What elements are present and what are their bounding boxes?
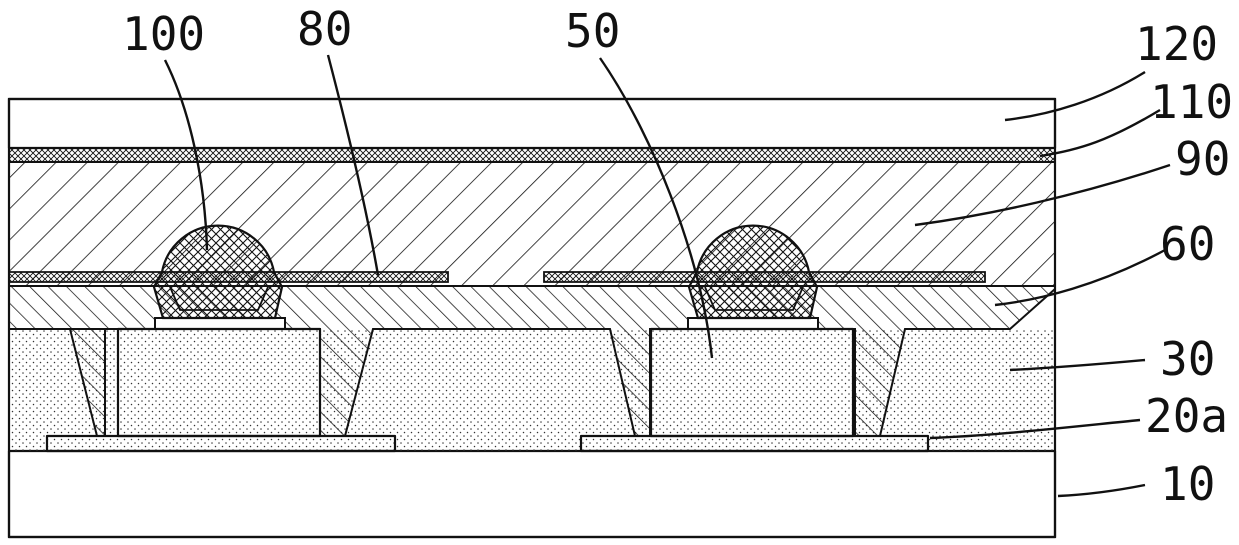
- ref-label-60: 60: [1160, 217, 1215, 271]
- leader-10: [1058, 485, 1145, 496]
- ref-label-100: 100: [122, 7, 205, 61]
- ref-label-10: 10: [1160, 457, 1215, 511]
- ref-label-110: 110: [1150, 75, 1233, 129]
- ref-label-50: 50: [565, 4, 620, 58]
- layer-120-cover: [9, 99, 1055, 148]
- layer-110-strip: [9, 148, 1055, 162]
- ref-label-30: 30: [1160, 332, 1215, 386]
- ref-label-120: 120: [1135, 17, 1218, 71]
- ref-label-80: 80: [297, 2, 352, 56]
- leader-110: [1040, 110, 1160, 156]
- ref-label-20a: 20a: [1145, 389, 1228, 443]
- leader-120: [1005, 72, 1145, 120]
- ref-label-90: 90: [1175, 132, 1230, 186]
- layer-10-substrate: [9, 451, 1055, 537]
